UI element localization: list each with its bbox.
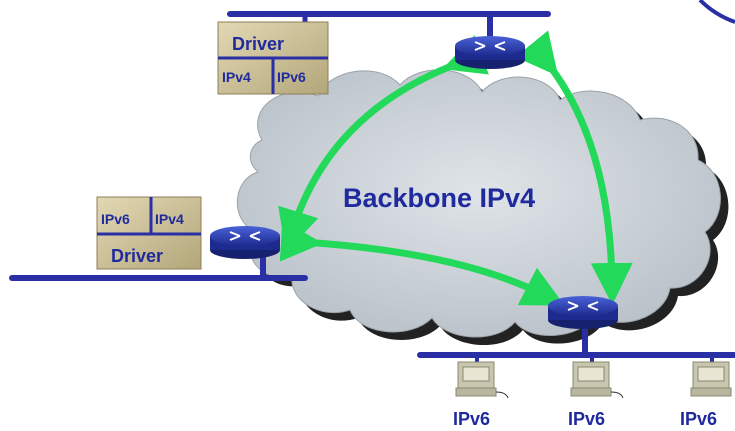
- host-2-label: IPv6: [568, 409, 605, 429]
- router-left: [210, 226, 280, 259]
- top-protocol-stack: Driver IPv4 IPv6: [217, 21, 329, 95]
- left-stack-ipv4-label: IPv4: [155, 211, 184, 227]
- left-protocol-stack: IPv6 IPv4 Driver: [96, 196, 202, 270]
- top-stack-ipv6-label: IPv6: [277, 69, 306, 85]
- network-lines: [9, 11, 735, 368]
- router-top: [455, 36, 525, 69]
- arrow-top-left: [278, 35, 489, 253]
- top-stack-driver-label: Driver: [232, 34, 284, 54]
- decorative-arc: [698, 0, 735, 24]
- backbone-label: Backbone IPv4: [343, 183, 535, 213]
- host-2: [570, 361, 624, 399]
- host-3: [690, 361, 732, 397]
- left-stack-ipv6-label: IPv6: [101, 211, 130, 227]
- arrow-top-bottom: [515, 30, 633, 305]
- router-arrows-icon: [567, 301, 599, 311]
- host-3-label: IPv6: [680, 409, 717, 429]
- router-bottom: [548, 296, 618, 329]
- arrow-left-bottom: [279, 219, 565, 306]
- router-arrows-icon: [474, 41, 506, 51]
- left-stack-driver-label: Driver: [111, 246, 163, 266]
- top-stack-ipv4-label: IPv4: [222, 69, 251, 85]
- host-1: [455, 361, 509, 399]
- host-1-label: IPv6: [453, 409, 490, 429]
- router-arrows-icon: [229, 231, 261, 241]
- tunnel-arrows: [278, 30, 633, 306]
